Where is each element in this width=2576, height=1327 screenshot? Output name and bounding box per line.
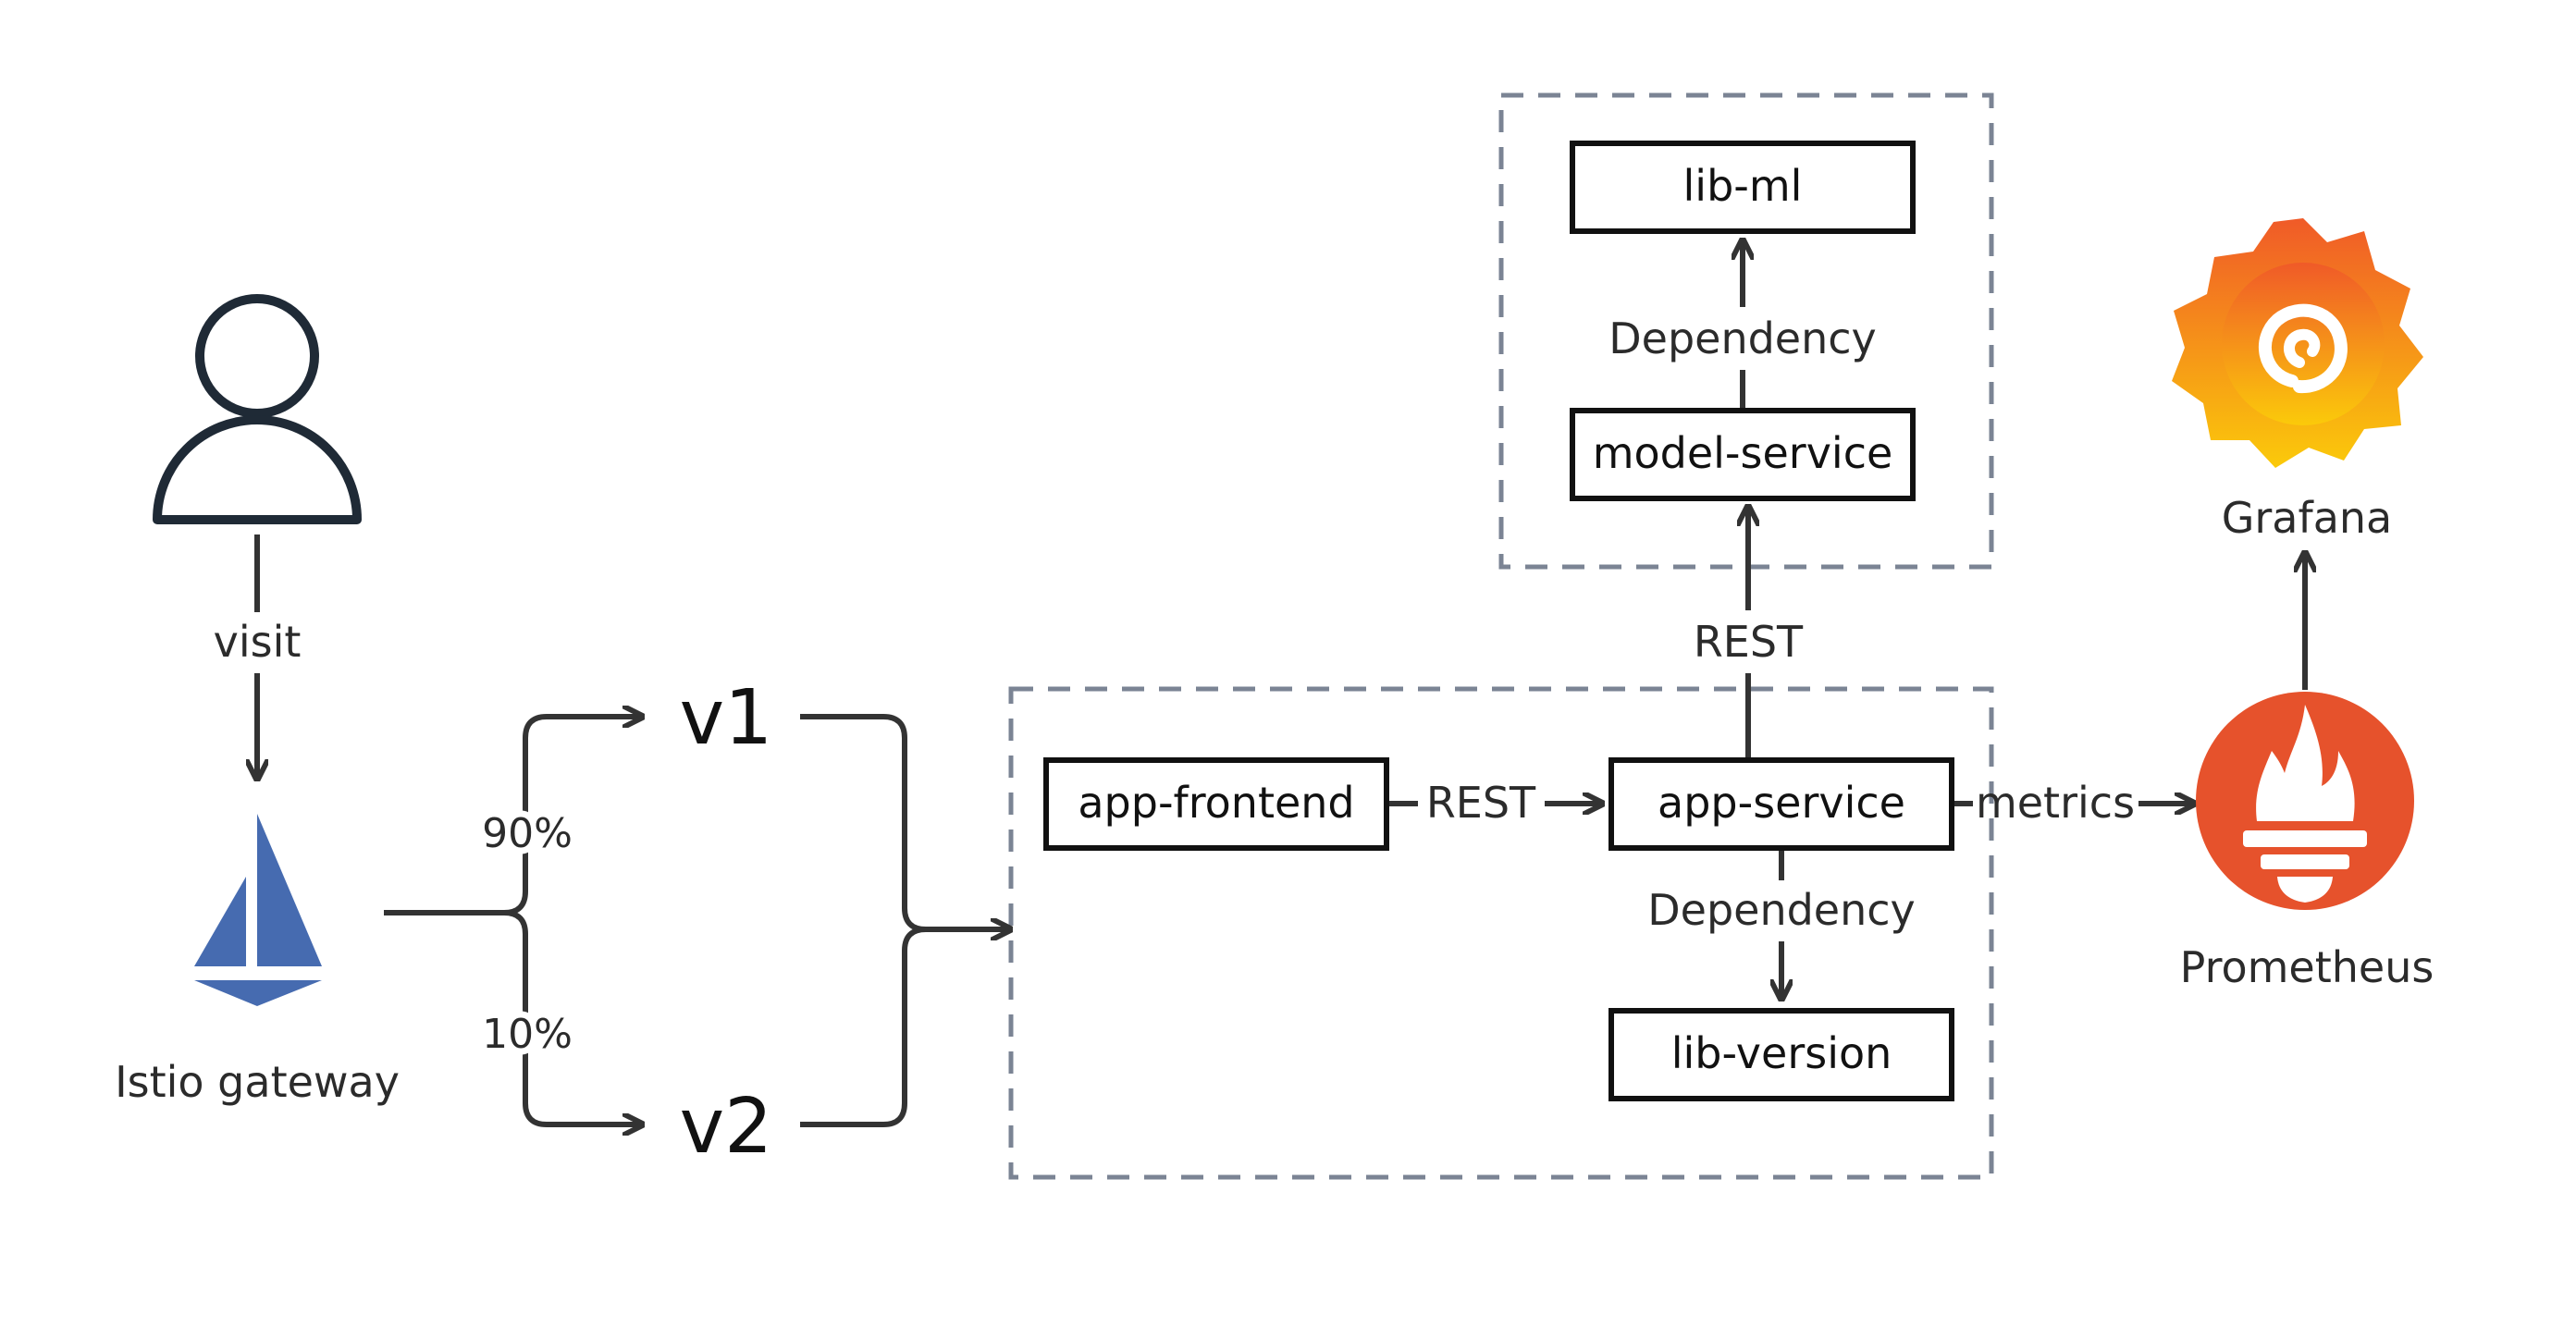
prometheus-icon xyxy=(2196,692,2414,910)
grafana-icon xyxy=(2172,218,2423,468)
version-v1-label: v1 xyxy=(680,674,773,762)
model-service-label: model-service xyxy=(1593,428,1893,478)
service-to-prometheus-label: metrics xyxy=(1976,778,2135,828)
app-frontend-box xyxy=(1043,757,1389,851)
traffic-split-brace-lower xyxy=(503,910,640,1124)
prometheus-label: Prometheus xyxy=(2180,942,2434,992)
user-icon xyxy=(153,294,362,524)
model-service-box xyxy=(1570,408,1916,501)
version-v2-label: v2 xyxy=(680,1083,773,1171)
lib-ml-label: lib-ml xyxy=(1683,161,1803,211)
lib-version-box xyxy=(1608,1008,1954,1101)
app-boundary xyxy=(1008,686,1994,1180)
istio-gateway-label: Istio gateway xyxy=(115,1057,400,1107)
istio-icon xyxy=(194,814,322,1006)
app-service-label: app-service xyxy=(1658,778,1905,828)
app-frontend-label: app-frontend xyxy=(1078,778,1354,828)
split-90-label: 90% xyxy=(482,810,573,857)
visit-label: visit xyxy=(214,617,302,667)
frontend-to-service-label: REST xyxy=(1426,778,1536,828)
lib-ml-box xyxy=(1570,141,1916,234)
version-merge-brace-lower xyxy=(800,929,1008,1127)
app-service-box xyxy=(1608,757,1954,851)
grafana-label: Grafana xyxy=(2222,493,2392,543)
model-to-libml-label: Dependency xyxy=(1608,313,1877,363)
service-to-libversion-label: Dependency xyxy=(1647,885,1916,935)
split-10-label: 10% xyxy=(482,1011,573,1058)
lib-version-label: lib-version xyxy=(1671,1028,1892,1078)
version-merge-brace xyxy=(800,714,927,932)
service-to-model-label: REST xyxy=(1694,617,1804,667)
